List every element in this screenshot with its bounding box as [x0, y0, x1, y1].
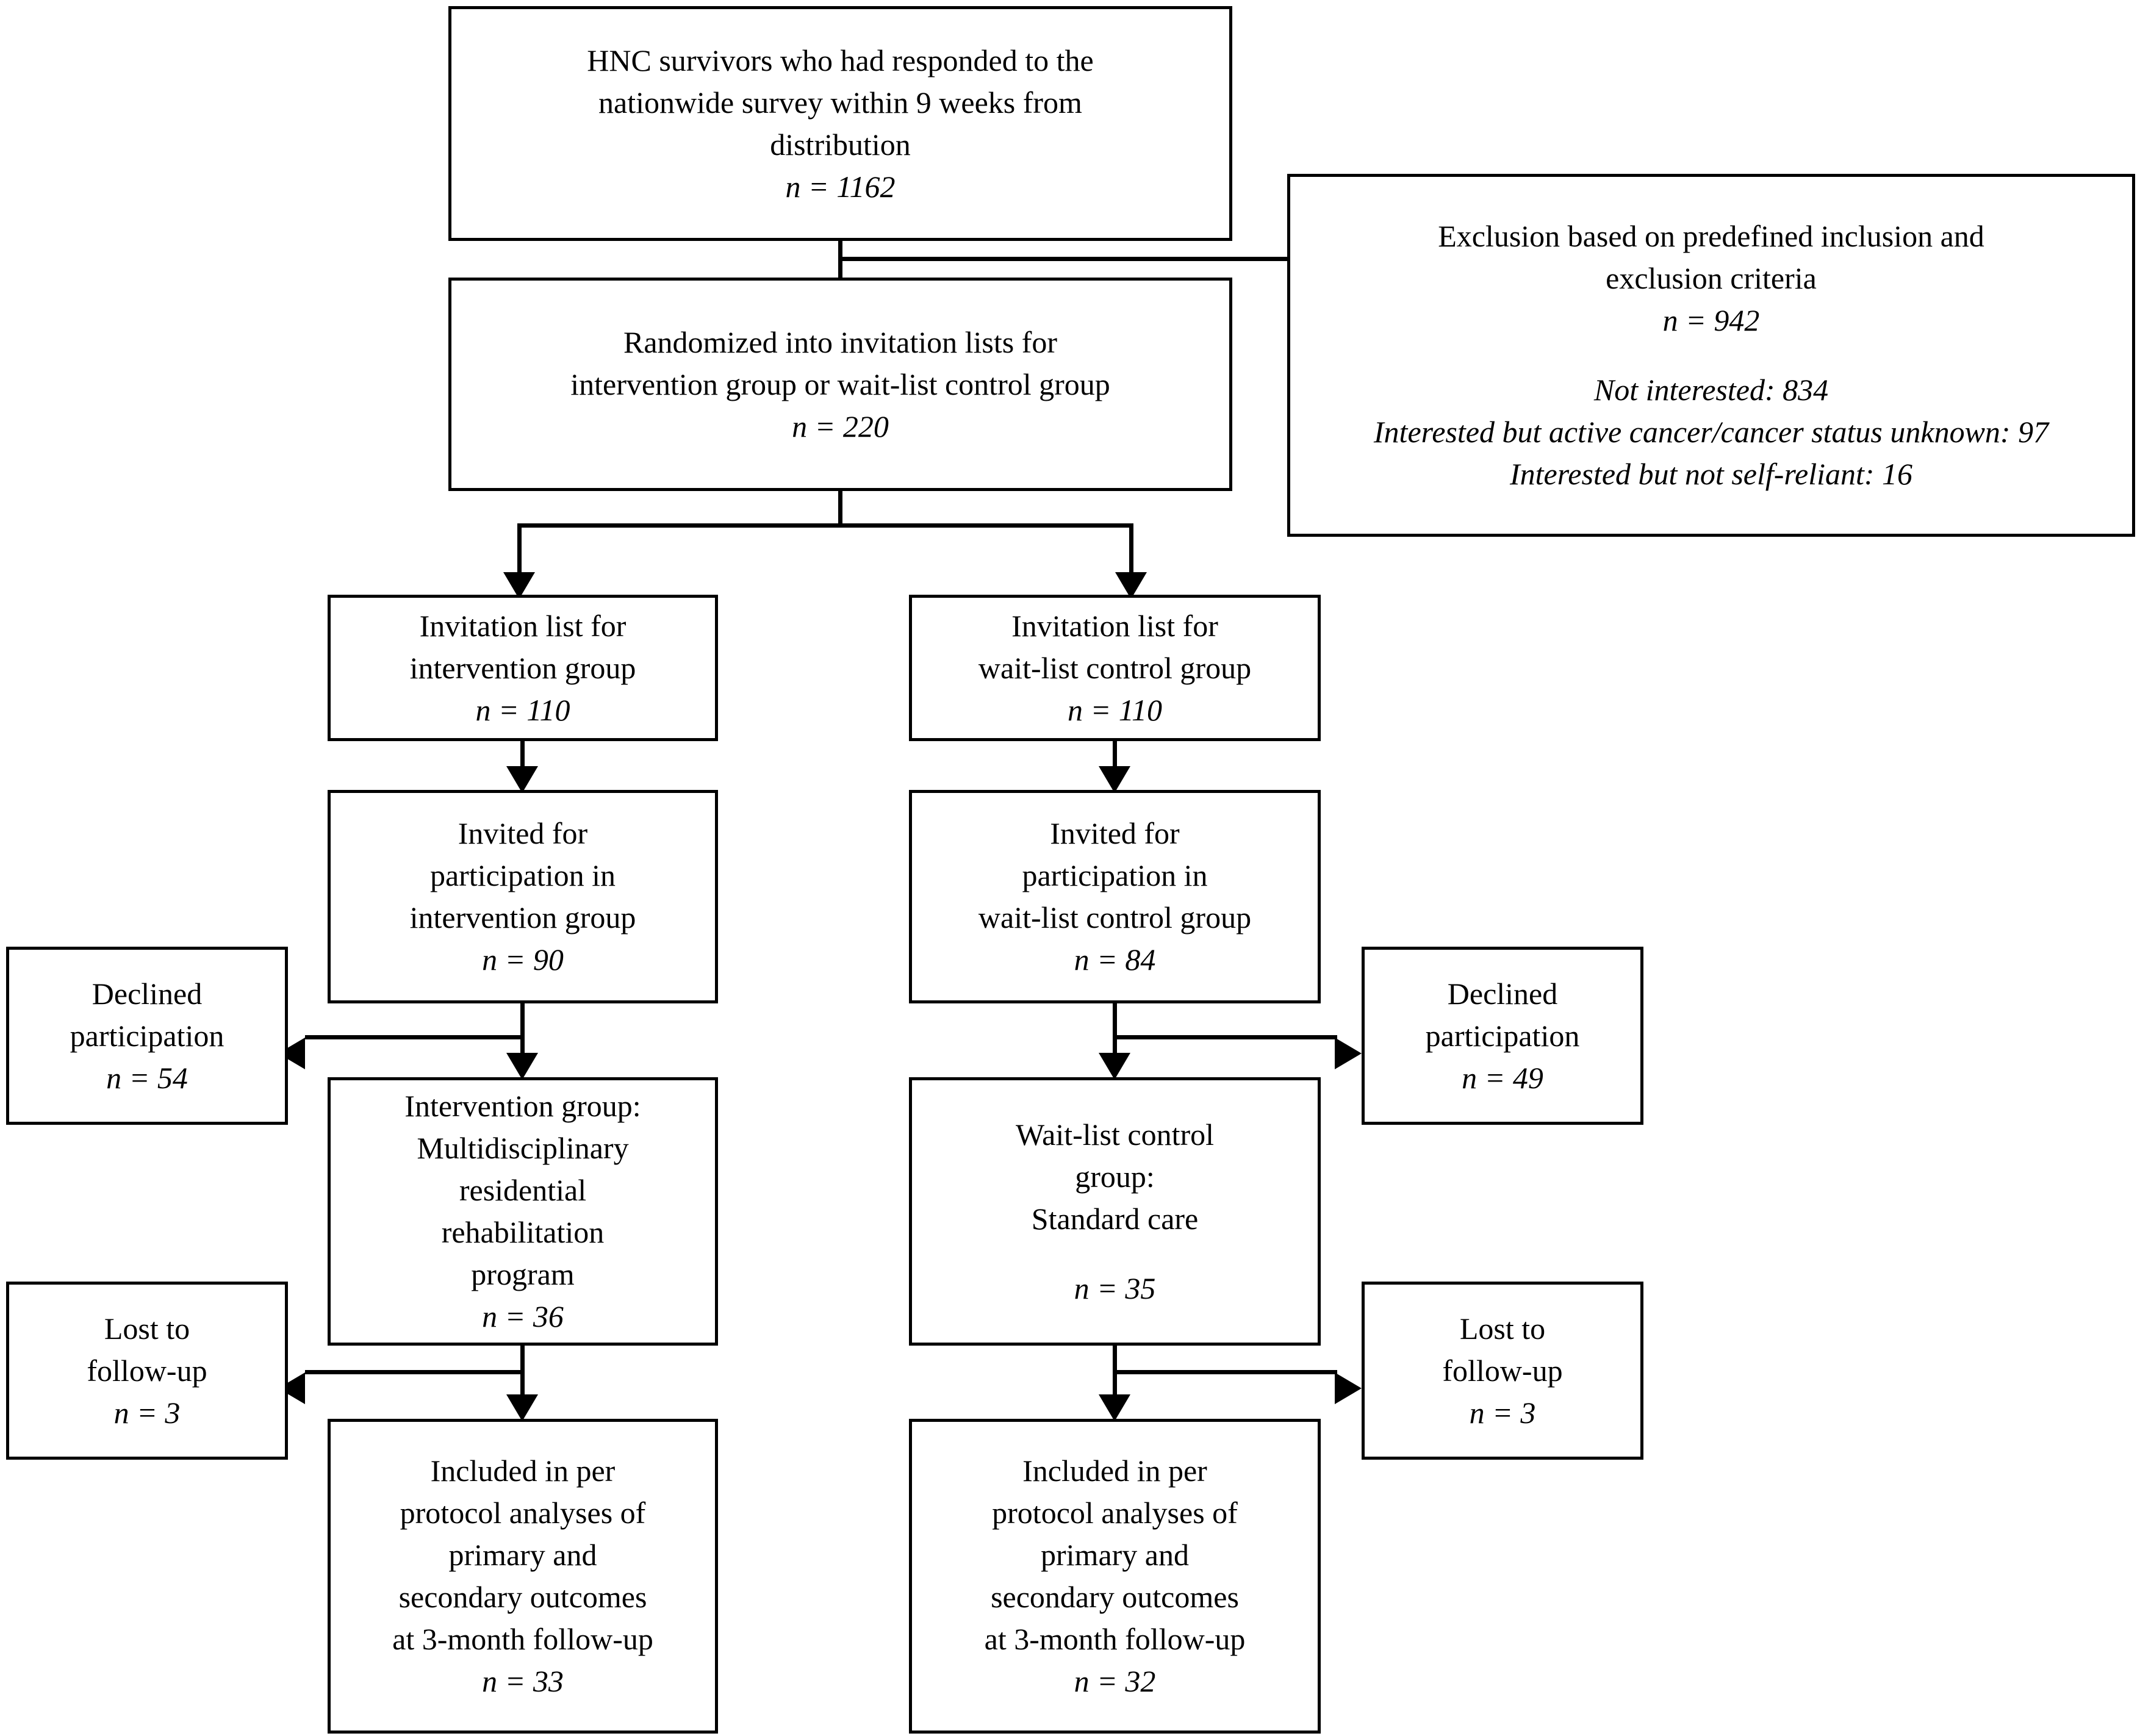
node-analysed-control: Included in per protocol analyses of pri…	[909, 1419, 1321, 1734]
node-exclusion-count: n = 942	[1662, 303, 1760, 337]
node-control-group-line-1: Wait-list control	[1015, 1117, 1215, 1152]
node-declined-control-line-2: participation	[1425, 1018, 1580, 1053]
node-invited-control-line-2: participation in	[1022, 858, 1208, 892]
node-control-group-count: n = 35	[1074, 1271, 1156, 1305]
node-invited-control-count: n = 84	[1074, 942, 1156, 977]
node-exclusion-reason-2: Interested but active cancer/cancer stat…	[1373, 415, 2049, 449]
node-declined-control: Declined participation n = 49	[1362, 947, 1643, 1125]
connector-invited-to-declined-control	[1113, 1035, 1337, 1039]
node-analysed-control-line-3: primary and	[1041, 1538, 1189, 1572]
node-control-group-line-3: Standard care	[1031, 1201, 1199, 1236]
node-intervention-group-line-1: Intervention group:	[404, 1089, 641, 1123]
node-declined-intervention: Declined participation n = 54	[6, 947, 288, 1125]
node-intervention-group-line-4: rehabilitation	[441, 1215, 605, 1249]
node-responders-line-2: nationwide survey within 9 weeks from	[598, 85, 1082, 120]
node-intervention-group-line-2: Multidisciplinary	[417, 1131, 629, 1165]
node-invite-list-control-line-2: wait-list control group	[978, 650, 1252, 685]
node-exclusion-line-2: exclusion criteria	[1606, 261, 1817, 295]
connector-responders-to-exclusion	[838, 257, 1297, 261]
node-exclusion: Exclusion based on predefined inclusion …	[1287, 174, 2135, 537]
node-invited-control-line-1: Invited for	[1050, 816, 1180, 850]
connector-invited-to-declined-intervention	[305, 1035, 525, 1039]
node-invite-list-intervention-line-1: Invitation list for	[419, 608, 627, 643]
node-invited-intervention-line-3: intervention group	[409, 900, 636, 934]
arrowhead-to-lost-control	[1335, 1372, 1362, 1404]
node-lost-intervention-line-1: Lost to	[104, 1311, 190, 1346]
node-invite-list-control-line-1: Invitation list for	[1011, 608, 1218, 643]
node-analysed-control-line-4: secondary outcomes	[991, 1580, 1239, 1614]
node-randomized-count: n = 220	[792, 409, 889, 443]
connector-invitelist-to-invited-intervention	[520, 739, 525, 775]
node-declined-intervention-count: n = 54	[106, 1060, 188, 1095]
arrowhead-to-declined-control	[1335, 1038, 1362, 1069]
node-lost-intervention-line-2: follow-up	[87, 1353, 207, 1388]
node-intervention-group-line-5: program	[471, 1257, 575, 1291]
connector-randomized-right-branch	[1129, 523, 1133, 577]
node-declined-control-count: n = 49	[1462, 1060, 1543, 1095]
node-invited-intervention: Invited for participation in interventio…	[328, 790, 718, 1003]
node-exclusion-reason-3: Interested but not self-reliant: 16	[1509, 457, 1913, 491]
node-analysed-control-line-1: Included in per	[1022, 1454, 1207, 1488]
node-invite-list-intervention: Invitation list for intervention group n…	[328, 595, 718, 741]
connector-randomized-split-bar	[517, 523, 1133, 528]
node-analysed-control-count: n = 32	[1074, 1664, 1156, 1698]
connector-randomized-down	[838, 488, 842, 526]
node-declined-control-line-1: Declined	[1447, 976, 1558, 1011]
arrowhead-to-invite-list-intervention	[503, 572, 535, 599]
node-lost-control-line-2: follow-up	[1442, 1353, 1563, 1388]
node-invited-intervention-line-1: Invited for	[458, 816, 588, 850]
arrowhead-to-control-group	[1099, 1053, 1130, 1080]
arrowhead-to-invited-control	[1099, 766, 1130, 793]
node-exclusion-line-1: Exclusion based on predefined inclusion …	[1438, 219, 1984, 253]
node-responders: HNC survivors who had responded to the n…	[448, 6, 1232, 241]
node-analysed-intervention: Included in per protocol analyses of pri…	[328, 1419, 718, 1734]
node-analysed-intervention-line-4: secondary outcomes	[398, 1580, 647, 1614]
arrowhead-to-analysed-control	[1099, 1394, 1130, 1421]
node-invited-intervention-count: n = 90	[482, 942, 564, 977]
node-randomized-line-1: Randomized into invitation lists for	[623, 325, 1058, 359]
node-intervention-group-count: n = 36	[482, 1299, 564, 1333]
node-analysed-intervention-line-3: primary and	[448, 1538, 597, 1572]
node-randomized: Randomized into invitation lists for int…	[448, 278, 1232, 491]
node-invited-intervention-line-2: participation in	[429, 858, 616, 892]
arrowhead-to-invite-list-control	[1115, 572, 1147, 599]
connector-invited-to-group-control	[1113, 1000, 1117, 1061]
node-analysed-intervention-count: n = 33	[482, 1664, 564, 1698]
node-invite-list-control: Invitation list for wait-list control gr…	[909, 595, 1321, 741]
connector-invited-to-group-intervention	[520, 1000, 525, 1061]
node-analysed-intervention-line-1: Included in per	[430, 1454, 616, 1488]
node-analysed-intervention-line-2: protocol analyses of	[400, 1496, 646, 1530]
connector-invitelist-to-invited-control	[1113, 739, 1117, 775]
node-lost-control-line-1: Lost to	[1459, 1311, 1546, 1346]
node-lost-control-count: n = 3	[1469, 1395, 1536, 1430]
node-intervention-group: Intervention group: Multidisciplinary re…	[328, 1077, 718, 1346]
node-invited-control-line-3: wait-list control group	[978, 900, 1252, 934]
arrowhead-to-intervention-group	[506, 1053, 538, 1080]
node-invite-list-intervention-count: n = 110	[475, 692, 570, 727]
node-lost-intervention-count: n = 3	[113, 1395, 181, 1430]
node-lost-control: Lost to follow-up n = 3	[1362, 1282, 1643, 1460]
node-control-group: Wait-list control group: Standard care n…	[909, 1077, 1321, 1346]
node-analysed-control-line-5: at 3-month follow-up	[984, 1622, 1246, 1656]
node-responders-count: n = 1162	[785, 169, 896, 204]
node-control-group-line-2: group:	[1075, 1159, 1155, 1194]
node-invite-list-control-count: n = 110	[1067, 692, 1163, 727]
node-responders-line-3: distribution	[770, 127, 911, 162]
node-analysed-intervention-line-5: at 3-month follow-up	[392, 1622, 653, 1656]
connector-randomized-left-branch	[517, 523, 522, 577]
connector-group-to-lost-control	[1113, 1370, 1337, 1374]
arrowhead-to-analysed-intervention	[506, 1394, 538, 1421]
node-declined-intervention-line-2: participation	[70, 1018, 224, 1053]
arrowhead-to-invited-intervention	[506, 766, 538, 793]
node-invite-list-intervention-line-2: intervention group	[409, 650, 636, 685]
node-lost-intervention: Lost to follow-up n = 3	[6, 1282, 288, 1460]
node-exclusion-reason-1: Not interested: 834	[1593, 373, 1829, 407]
connector-group-to-lost-intervention	[305, 1370, 525, 1374]
node-responders-line-1: HNC survivors who had responded to the	[587, 43, 1094, 77]
node-invited-control: Invited for participation in wait-list c…	[909, 790, 1321, 1003]
node-intervention-group-line-3: residential	[459, 1173, 587, 1207]
node-randomized-line-2: intervention group or wait-list control …	[570, 367, 1110, 401]
node-analysed-control-line-2: protocol analyses of	[992, 1496, 1238, 1530]
node-declined-intervention-line-1: Declined	[92, 976, 203, 1011]
